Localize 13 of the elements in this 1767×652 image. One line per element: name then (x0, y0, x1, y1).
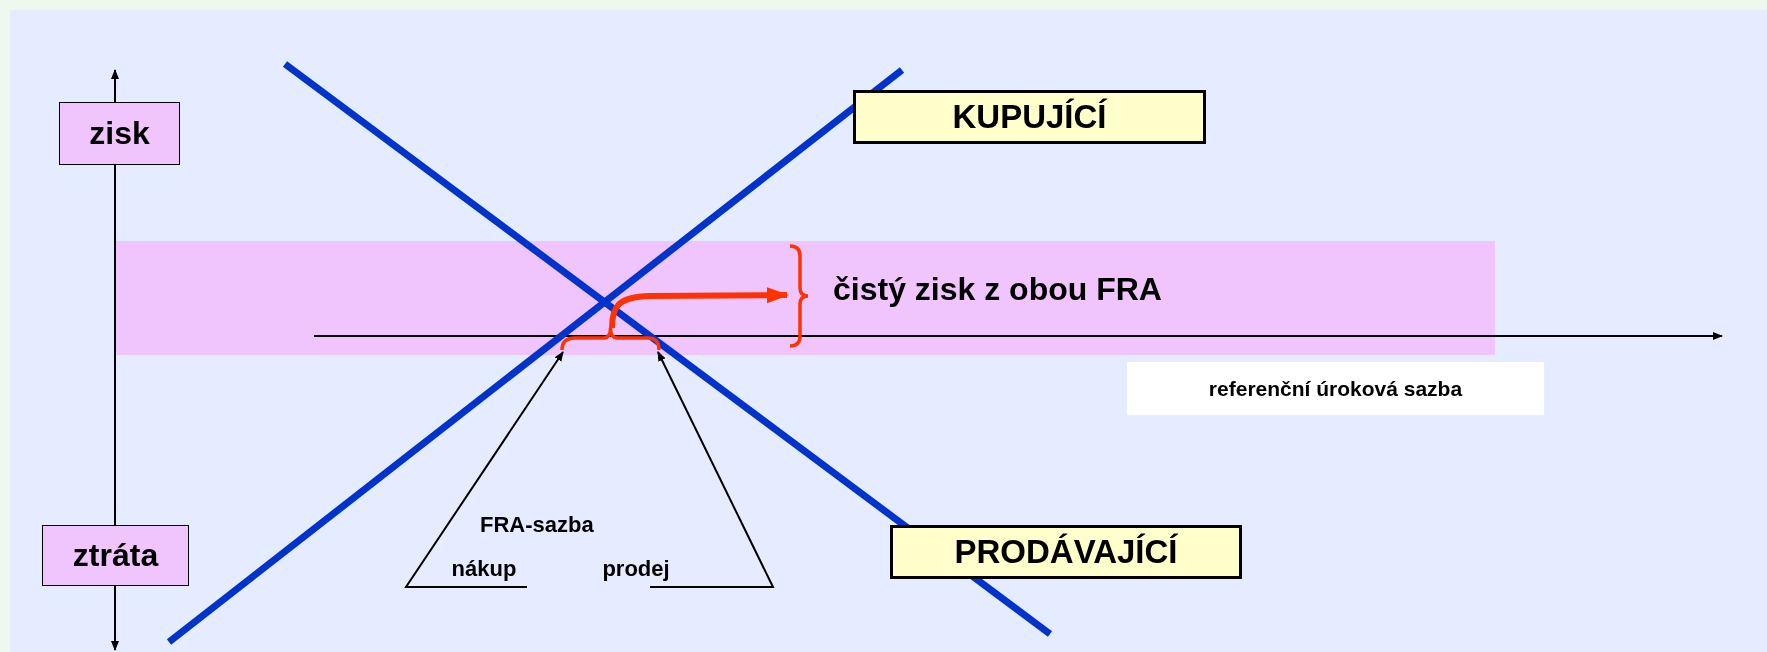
position-label-box: KUPUJÍCÍ (853, 90, 1206, 144)
position-label-box: PRODÁVAJÍCÍ (890, 525, 1242, 579)
axis-label-box: zisk (59, 102, 180, 165)
bracket (560, 326, 661, 351)
annotation-text: čistý zisk z obou FRA (833, 270, 1162, 308)
arrow (609, 287, 789, 329)
leader-line (404, 351, 564, 588)
chart-label: FRA-sazba (480, 512, 594, 538)
axis-label-box: ztráta (42, 525, 189, 586)
leader-line (649, 351, 775, 588)
leader-label: nákup (438, 553, 530, 585)
leader-label: prodej (590, 553, 682, 585)
axis-title-box: referenční úroková sazba (1127, 362, 1544, 415)
